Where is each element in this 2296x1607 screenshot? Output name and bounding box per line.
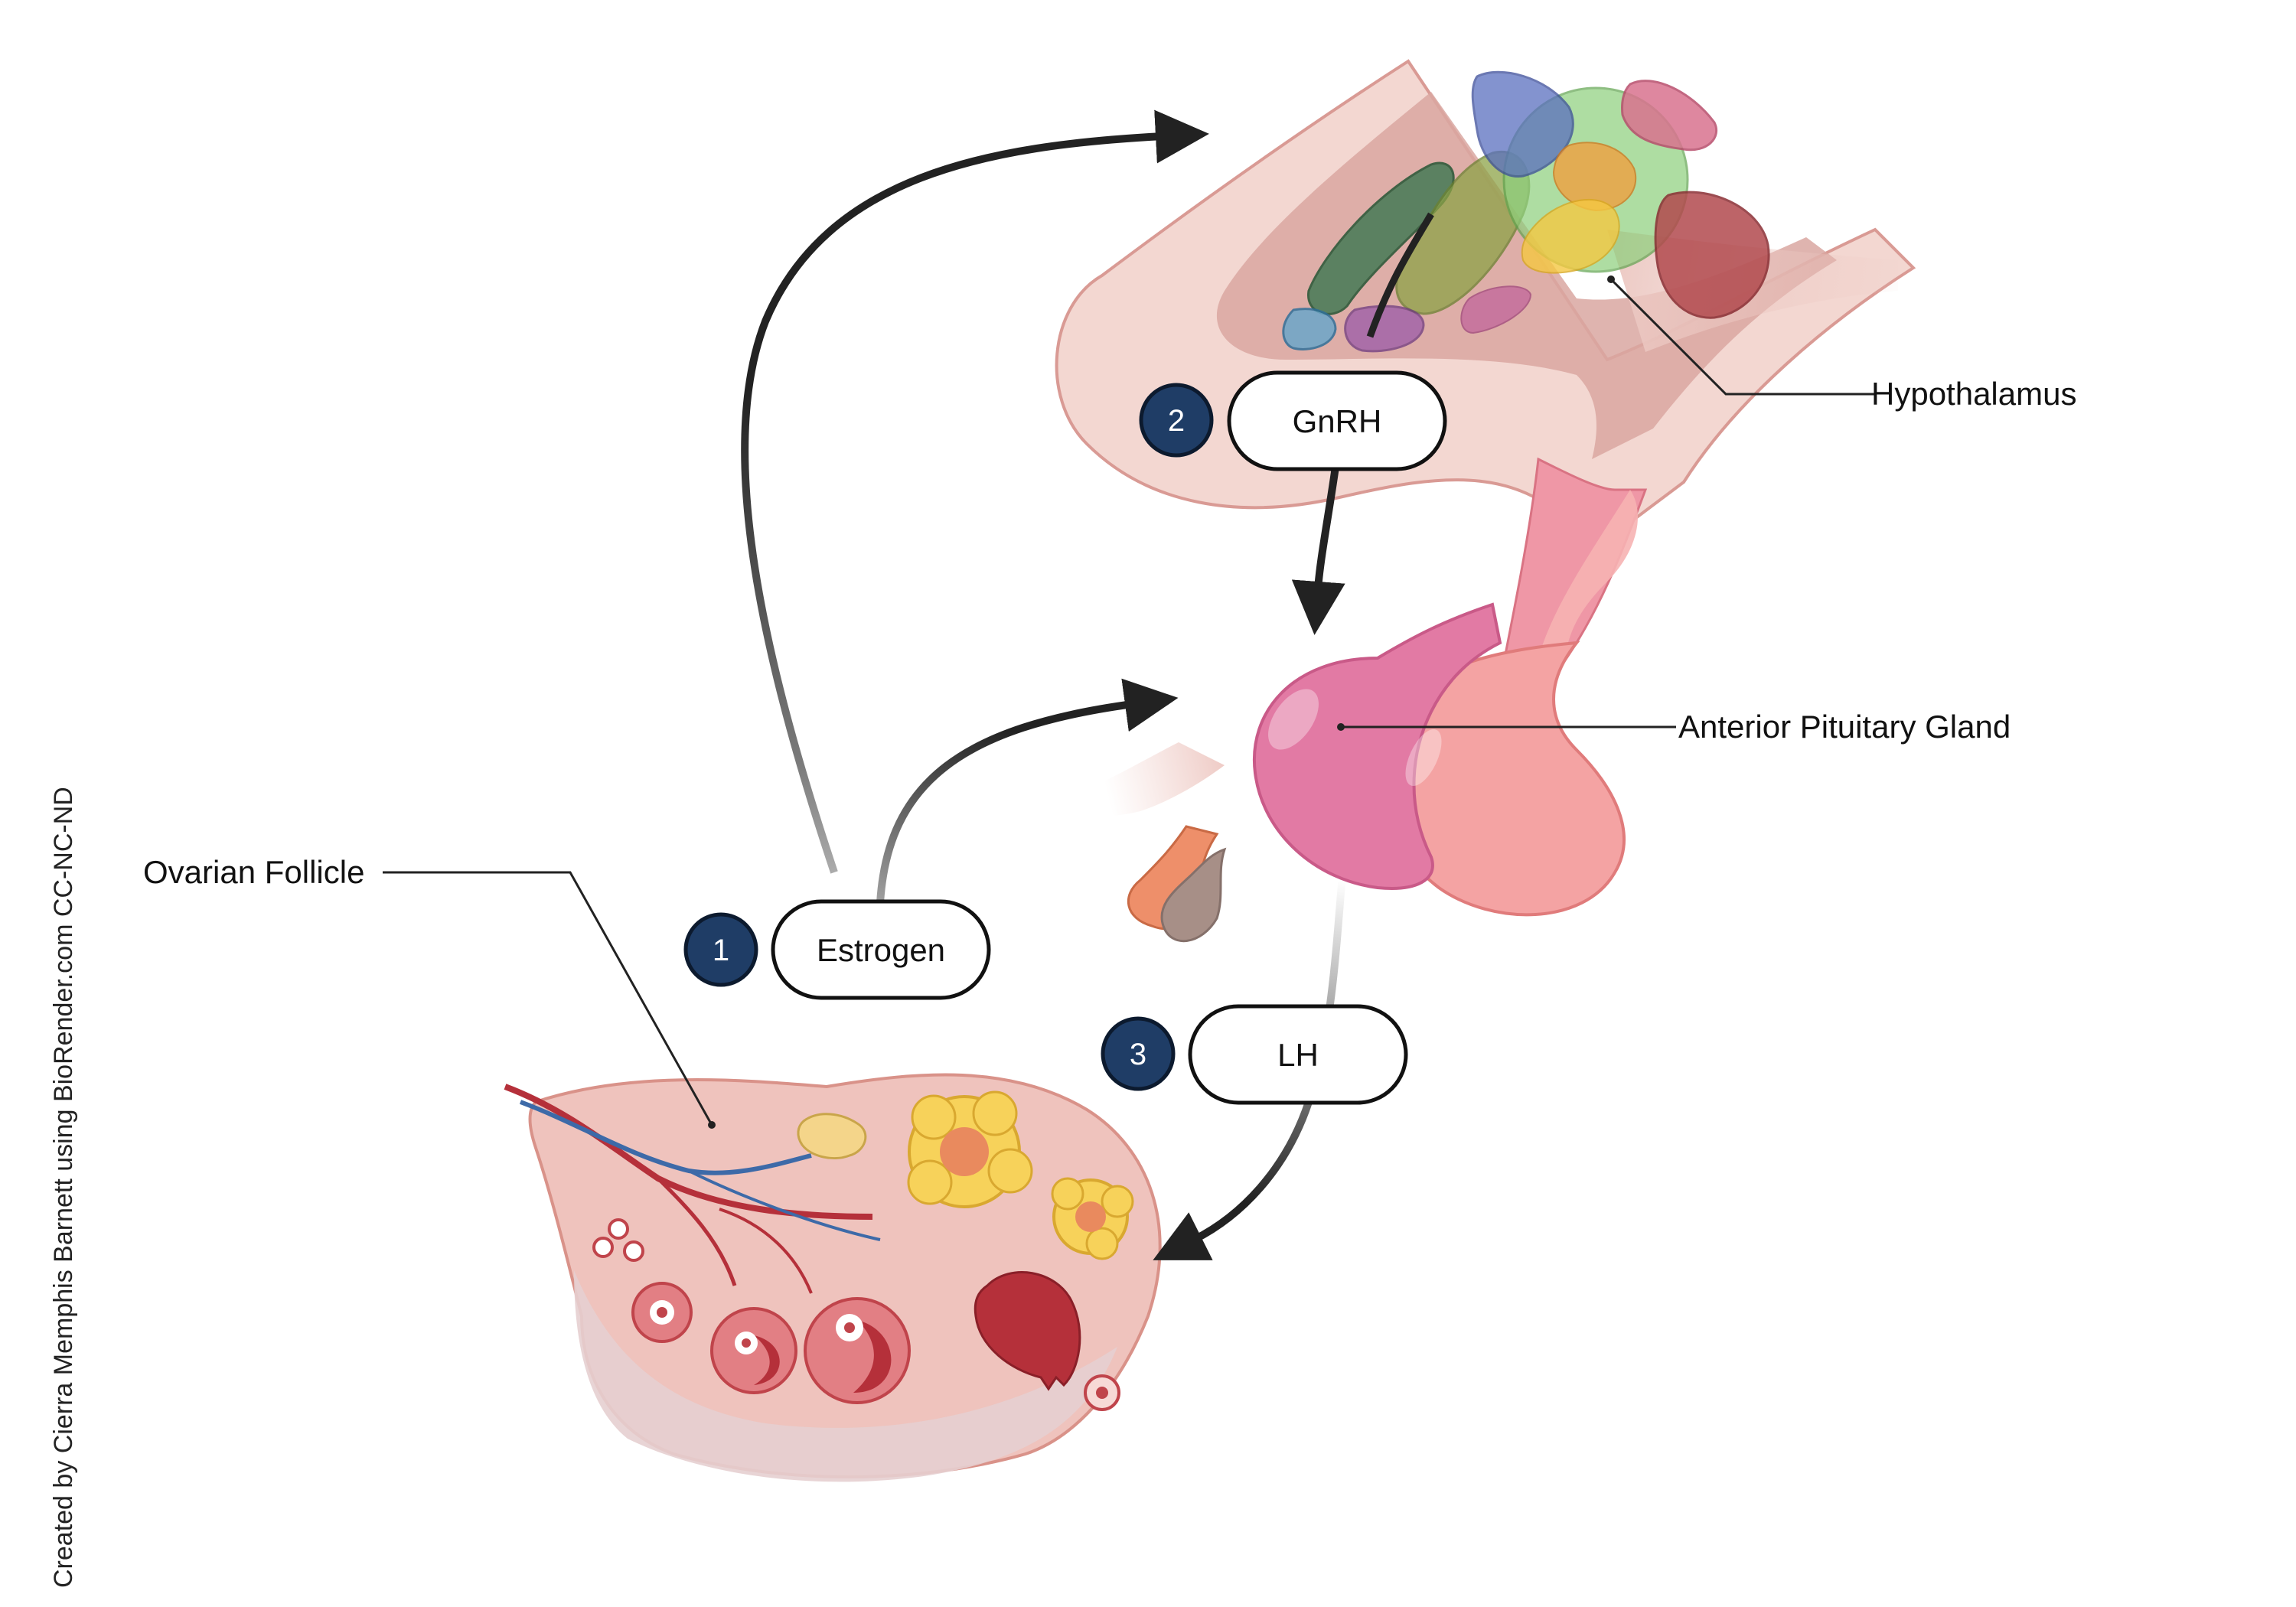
hormone-label: LH <box>1277 1037 1319 1073</box>
leader-lines <box>383 275 1875 1129</box>
corpus-luteum <box>907 1090 1033 1208</box>
hypothalamus-label: Hypothalamus <box>1871 376 2076 412</box>
ovary-illustration <box>504 1073 1162 1482</box>
hormone-label: Estrogen <box>817 932 945 968</box>
step-number: 2 <box>1168 404 1185 438</box>
hypothalamus-internal-arrow <box>1366 212 1434 338</box>
corpus-luteum-small <box>1051 1177 1134 1260</box>
step-2: 2 GnRH <box>1139 370 1447 471</box>
pituitary-label: Anterior Pituitary Gland <box>1678 709 2011 745</box>
step-1: 1 Estrogen <box>683 899 991 1000</box>
pituitary-illustration <box>1071 457 1648 943</box>
step-3: 3 LH <box>1101 1004 1408 1105</box>
gnrh-to-pituitary-arrow <box>1291 466 1345 635</box>
developing-follicles <box>631 1282 911 1404</box>
primordial-follicles <box>592 1218 644 1262</box>
step-badge <box>1139 383 1214 458</box>
follicle-label: Ovarian Follicle <box>143 854 364 890</box>
hormone-label: GnRH <box>1293 403 1382 439</box>
ruptured-follicle <box>974 1271 1120 1411</box>
arrows <box>741 109 1434 1260</box>
hormone-pill <box>771 899 991 1000</box>
hormone-pill <box>1227 370 1447 471</box>
estrogen-to-pituitary-arrow <box>876 678 1179 904</box>
credit-text: Created by Cierra Memphis Barnett using … <box>49 787 78 1588</box>
step-badge <box>683 912 758 987</box>
hormone-pill <box>1188 1004 1408 1105</box>
estrogen-to-hypothalamus-arrow <box>741 109 1209 874</box>
step-number: 3 <box>1130 1038 1146 1071</box>
hypothalamus-illustration <box>1055 59 1916 553</box>
step-number: 1 <box>713 934 729 967</box>
step-badge <box>1101 1016 1176 1091</box>
